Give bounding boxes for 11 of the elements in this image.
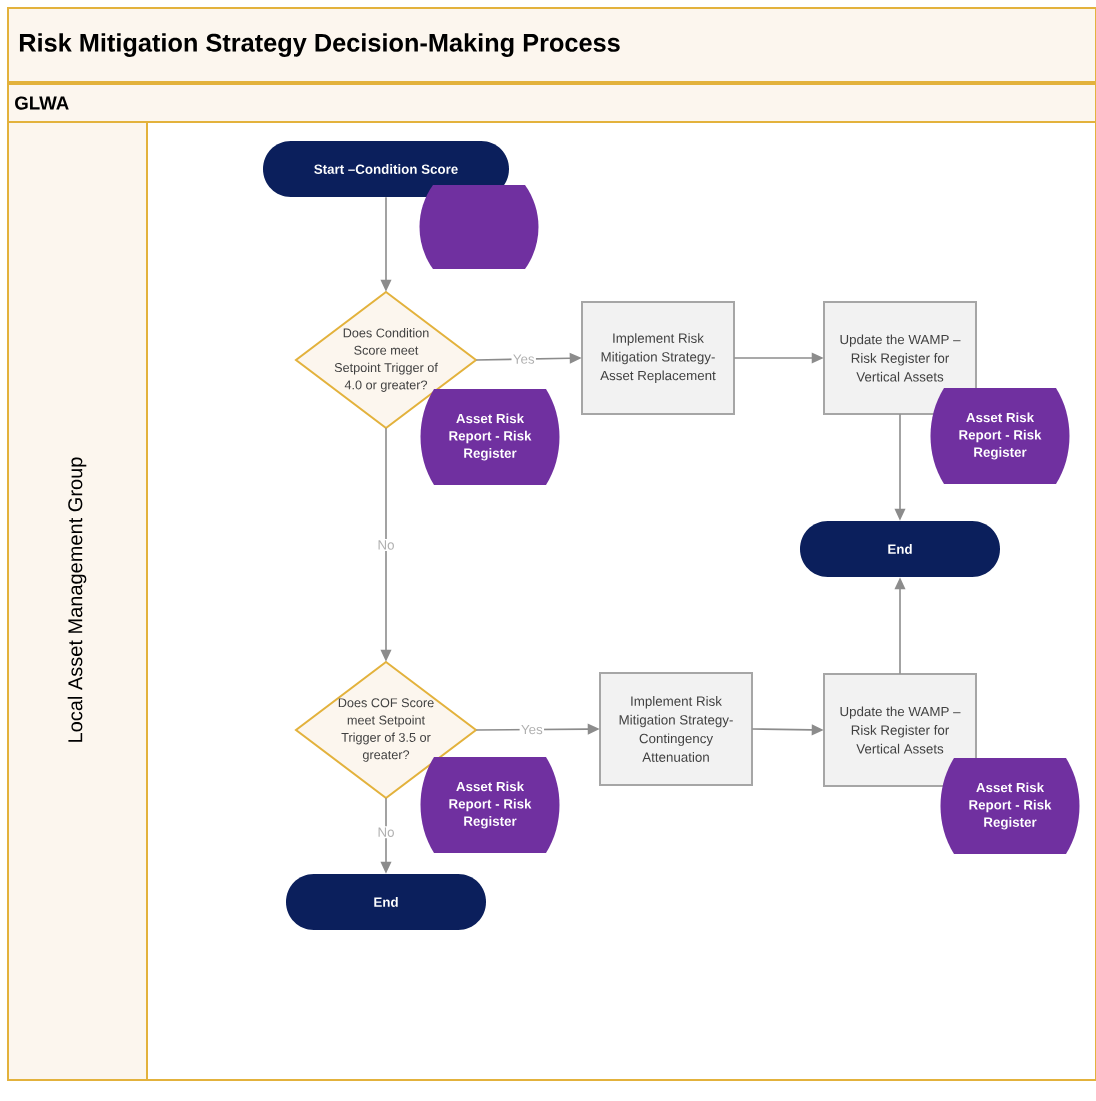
edge-label: No: [378, 827, 394, 837]
process-box: Implement Risk Mitigation Strategy- Contingency Attenuation: [599, 672, 753, 786]
terminal-pill: End: [800, 521, 1000, 577]
edge-label: Yes: [513, 354, 535, 364]
document-shape: [419, 185, 539, 269]
edge-label: No: [378, 540, 394, 550]
edge-label: Yes: [521, 724, 543, 735]
process-box: Update the WAMP – Risk Register for Vertical Assets: [823, 673, 977, 787]
terminal-pill: End: [286, 874, 486, 930]
process-box: Implement Risk Mitigation Strategy- Asset Replacement: [581, 301, 735, 415]
title-band: Risk Mitigation Strategy Decision-Making Process: [7, 7, 1096, 83]
